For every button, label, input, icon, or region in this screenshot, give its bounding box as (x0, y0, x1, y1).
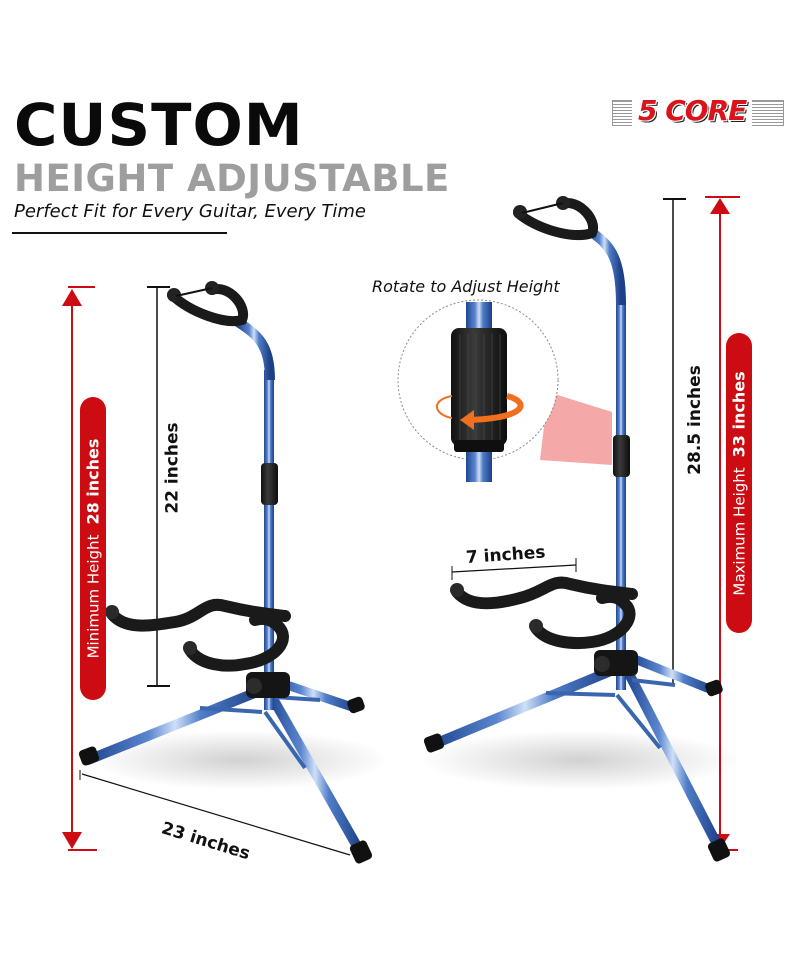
logo-text: 5 CORE (632, 94, 753, 127)
maximum-height-text: Maximum Height 33 inches (730, 371, 749, 595)
brand-logo: 5 CORE (612, 94, 784, 128)
rotate-arrow-icon (436, 393, 524, 430)
page-subtitle: HEIGHT ADJUSTABLE (14, 157, 450, 200)
badge-label: Maximum Height (730, 466, 749, 596)
arrow-up-icon (62, 289, 82, 306)
badge-label: Minimum Height (84, 534, 103, 659)
tagline: Perfect Fit for Every Guitar, Every Time (14, 201, 367, 222)
minimum-height-text: Minimum Height 28 inches (84, 439, 103, 659)
right-stand (397, 196, 740, 862)
left-stand (62, 281, 390, 864)
neck-dimension-label: 28.5 inches (684, 365, 705, 475)
maximum-height-badge: Maximum Height 33 inches (726, 333, 752, 633)
page-title: CUSTOM (14, 91, 304, 159)
tagline-underline (12, 232, 227, 234)
badge-value: 33 inches (729, 370, 749, 457)
arrow-up-icon (710, 198, 730, 214)
badge-value: 28 inches (83, 438, 103, 525)
rotate-callout-label: Rotate to Adjust Height (372, 277, 560, 296)
height-lock-knob (451, 328, 507, 446)
minimum-height-badge: Minimum Height 28 inches (80, 397, 106, 700)
neck-dimension-label: 22 inches (162, 422, 183, 514)
arrow-down-icon (62, 832, 82, 849)
